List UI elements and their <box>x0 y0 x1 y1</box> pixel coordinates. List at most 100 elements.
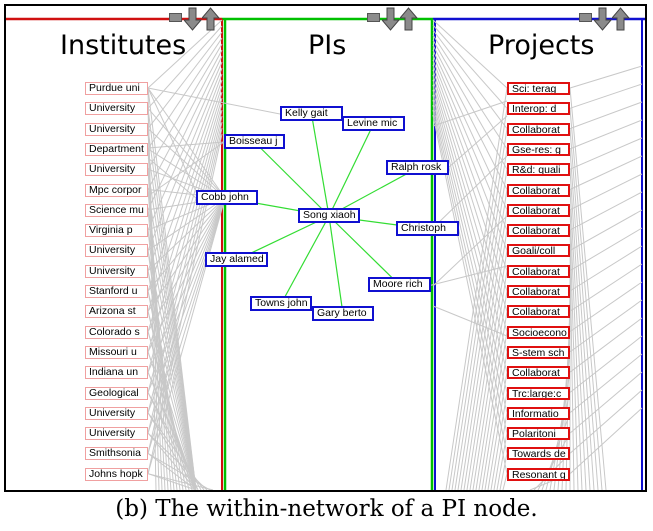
institute-node[interactable]: Colorado s <box>85 325 148 339</box>
up-arrow-icon[interactable] <box>612 7 630 31</box>
project-edge <box>445 87 508 490</box>
down-arrow-icon[interactable] <box>594 7 612 31</box>
institute-edge <box>147 55 223 211</box>
pi-node[interactable]: Kelly gait <box>280 106 343 121</box>
institute-node[interactable]: Geological <box>85 386 148 400</box>
institute-edge <box>147 97 223 353</box>
institute-node[interactable]: Missouri u <box>85 345 148 359</box>
institute-edge <box>147 109 223 393</box>
institute-node[interactable]: Virginia p <box>85 224 148 238</box>
institute-node[interactable]: University <box>85 163 148 177</box>
project-node[interactable]: Trc:large:c <box>507 386 570 400</box>
project-edge <box>472 270 508 490</box>
institute-edge <box>147 127 223 454</box>
project-edge <box>569 83 643 109</box>
pi-node[interactable]: Cobb john <box>196 190 258 205</box>
project-edge <box>490 392 508 490</box>
project-edge <box>432 74 508 312</box>
project-node[interactable]: Collaborat <box>507 224 570 238</box>
pi-node[interactable]: Boisseau j <box>224 134 285 149</box>
pi-node[interactable]: Gary berto <box>312 306 374 321</box>
minimize-icon[interactable] <box>367 13 380 22</box>
institute-node[interactable]: Department <box>85 142 148 156</box>
project-node[interactable]: Collaborat <box>507 366 570 380</box>
project-node[interactable]: Collaborat <box>507 285 570 298</box>
minimize-icon[interactable] <box>579 13 592 22</box>
minimize-icon[interactable] <box>169 13 182 22</box>
institute-edge <box>147 250 197 490</box>
project-edge <box>432 19 508 89</box>
institute-node[interactable]: Indiana un <box>85 366 148 380</box>
cross-edge <box>147 87 199 197</box>
up-arrow-icon[interactable] <box>202 7 220 31</box>
project-node[interactable]: S-stem sch <box>507 345 570 359</box>
institute-edge <box>147 331 197 490</box>
pi-node-selected[interactable]: Song xiaoh <box>298 208 360 223</box>
institute-node[interactable]: University <box>85 122 148 136</box>
institute-edge <box>147 79 223 292</box>
up-arrow-icon[interactable] <box>400 7 418 31</box>
pi-node[interactable]: Ralph rosk <box>386 160 449 175</box>
project-edge <box>569 119 643 150</box>
project-node[interactable]: Collaborat <box>507 183 570 197</box>
project-node[interactable]: Polaritoni <box>507 427 570 441</box>
institute-node[interactable]: University <box>85 264 148 278</box>
institute-node[interactable]: Mpc corpor <box>85 183 148 197</box>
project-edge <box>487 372 508 490</box>
project-node[interactable]: Sci: terag <box>507 82 570 95</box>
project-node[interactable]: Goali/coll <box>507 244 570 258</box>
project-node[interactable]: Socioecono <box>507 325 570 339</box>
pi-node[interactable]: Levine mic <box>342 116 405 131</box>
project-edge <box>432 84 508 353</box>
project-node[interactable]: Collaborat <box>507 264 570 278</box>
institute-node[interactable]: Johns hopk <box>85 467 148 481</box>
institute-edge <box>147 432 197 490</box>
project-edge <box>569 371 643 434</box>
institute-node[interactable]: Stanford u <box>85 285 148 298</box>
project-edge <box>569 155 643 190</box>
project-node[interactable]: Informatio <box>507 406 570 420</box>
down-arrow-icon[interactable] <box>382 7 400 31</box>
pi-collab-edge <box>280 215 330 305</box>
project-edge <box>475 290 508 490</box>
project-node[interactable]: Resonant g <box>507 467 570 481</box>
cross-edge <box>147 141 225 149</box>
project-node[interactable]: Collaborat <box>507 203 570 217</box>
institute-node[interactable]: University <box>85 244 148 258</box>
project-edge <box>432 34 508 150</box>
project-node[interactable]: Towards de <box>507 447 570 461</box>
project-edge <box>463 209 508 490</box>
pi-node[interactable]: Towns john <box>250 296 312 311</box>
institute-node[interactable]: Purdue uni <box>85 82 148 95</box>
institute-node[interactable]: Smithsonia <box>85 447 148 461</box>
project-node[interactable]: Collaborat <box>507 122 570 136</box>
project-node[interactable]: Collaborat <box>507 305 570 319</box>
project-edge <box>569 227 643 272</box>
figure-caption: (b) The within-network of a PI node. <box>115 496 538 522</box>
institute-edge <box>147 189 197 490</box>
project-edge <box>569 407 643 475</box>
project-node[interactable]: R&d: quali <box>507 163 570 177</box>
project-edge <box>569 281 643 333</box>
institute-node[interactable]: University <box>85 427 148 441</box>
project-node[interactable]: Interop: d <box>507 102 570 116</box>
project-edge <box>448 108 508 490</box>
pi-collab-edge <box>328 123 375 217</box>
project-edge <box>569 299 643 353</box>
project-node[interactable]: Gse-res: g <box>507 142 570 156</box>
institute-node[interactable]: Science mu <box>85 203 148 217</box>
project-edge <box>569 209 643 251</box>
pi-node[interactable]: Jay alamed <box>205 252 268 267</box>
institute-edge <box>147 412 205 490</box>
pi-node[interactable]: Moore rich <box>368 277 431 292</box>
down-arrow-icon[interactable] <box>184 7 202 31</box>
project-edge <box>432 104 508 434</box>
pi-node[interactable]: Christoph <box>396 221 459 236</box>
project-edge <box>569 353 643 414</box>
institute-node[interactable]: Arizona st <box>85 305 148 319</box>
institute-node[interactable]: University <box>85 406 148 420</box>
cross-edge <box>147 87 281 115</box>
institute-edge <box>147 103 223 373</box>
institute-node[interactable]: University <box>85 102 148 116</box>
